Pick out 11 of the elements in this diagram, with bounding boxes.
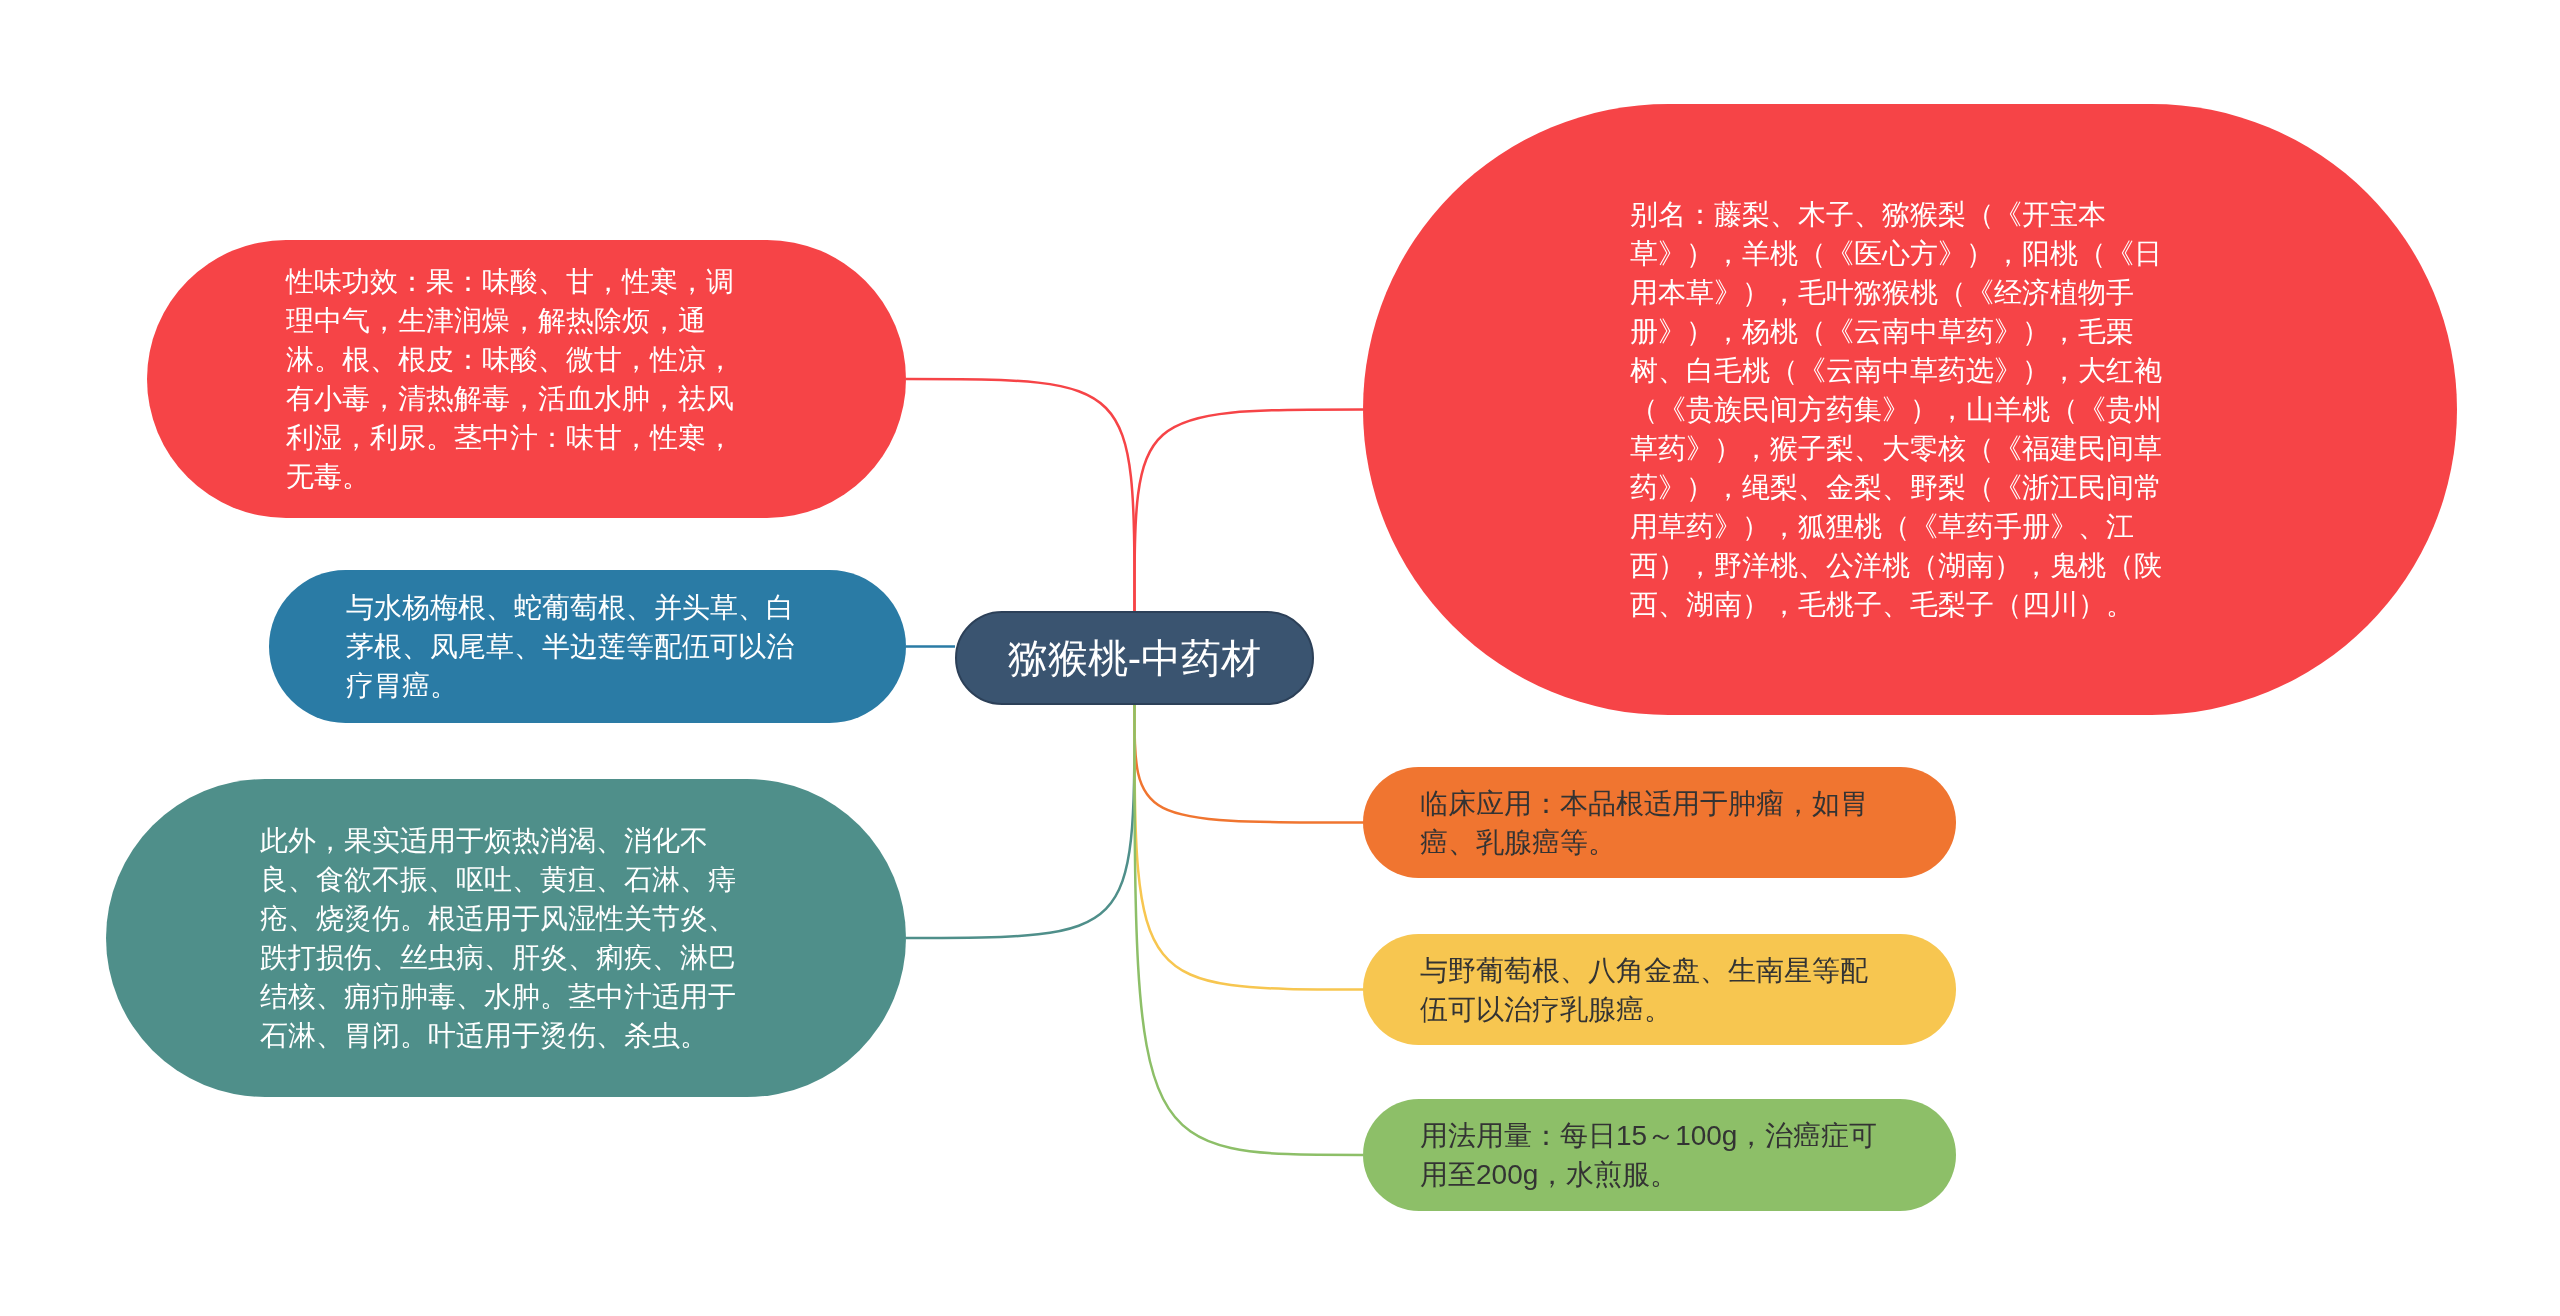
topic-box: 临床应用：本品根适用于肿瘤，如胃癌、乳腺癌等。 xyxy=(1363,767,1956,878)
topic-box: 别名：藤梨、木子、猕猴梨（《开宝本草》），羊桃（《医心方》），阳桃（《日用本草》），毛叶猕猴桃（《经济植物手册》），杨桃（《云南中草药》），毛栗树、白毛桃（《云南中草药选》），大红袍（《贵族民间方药集》），山羊桃（《贵州草药》），猴子梨、大零核（《福建民间草药》），绳梨、金梨、野梨（《浙江民间常用草药》），狐狸桃（《草药手册》、江西），野洋桃、公洋桃（湖南），鬼桃（陕西、湖南），毛桃子、毛梨子（四川）。 xyxy=(1363,104,2457,715)
topic-box: 与水杨梅根、蛇葡萄根、并头草、白茅根、凤尾草、半边莲等配伍可以治疗胃癌。 xyxy=(269,570,906,723)
topic-box: 用法用量：每日15～100g，治癌症可用至200g，水煎服。 xyxy=(1363,1099,1956,1211)
topic-box: 此外，果实适用于烦热消渴、消化不良、食欲不振、呕吐、黄疸、石淋、痔疮、烧烫伤。根适用于风湿性关节炎、跌打损伤、丝虫病、肝炎、痢疾、淋巴结核、痈疖肿毒、水肿。茎中汁适用于石淋、胃闭。叶适用于烫伤、杀虫。 xyxy=(106,779,906,1097)
connector-line xyxy=(1133,705,1363,1157)
topic-box: 与野葡萄根、八角金盘、生南星等配伍可以治疗乳腺癌。 xyxy=(1363,934,1956,1045)
topic-box: 性味功效：果：味酸、甘，性寒，调理中气，生津润燥，解热除烦，通淋。根、根皮：味酸、微甘，性凉，有小毒，清热解毒，活血水肿，祛风利湿，利尿。茎中汁：味甘，性寒，无毒。 xyxy=(147,240,906,518)
central-topic-box: 猕猴桃-中药材 xyxy=(955,611,1314,705)
connector-line xyxy=(906,645,955,648)
connector-line xyxy=(1133,408,1363,611)
